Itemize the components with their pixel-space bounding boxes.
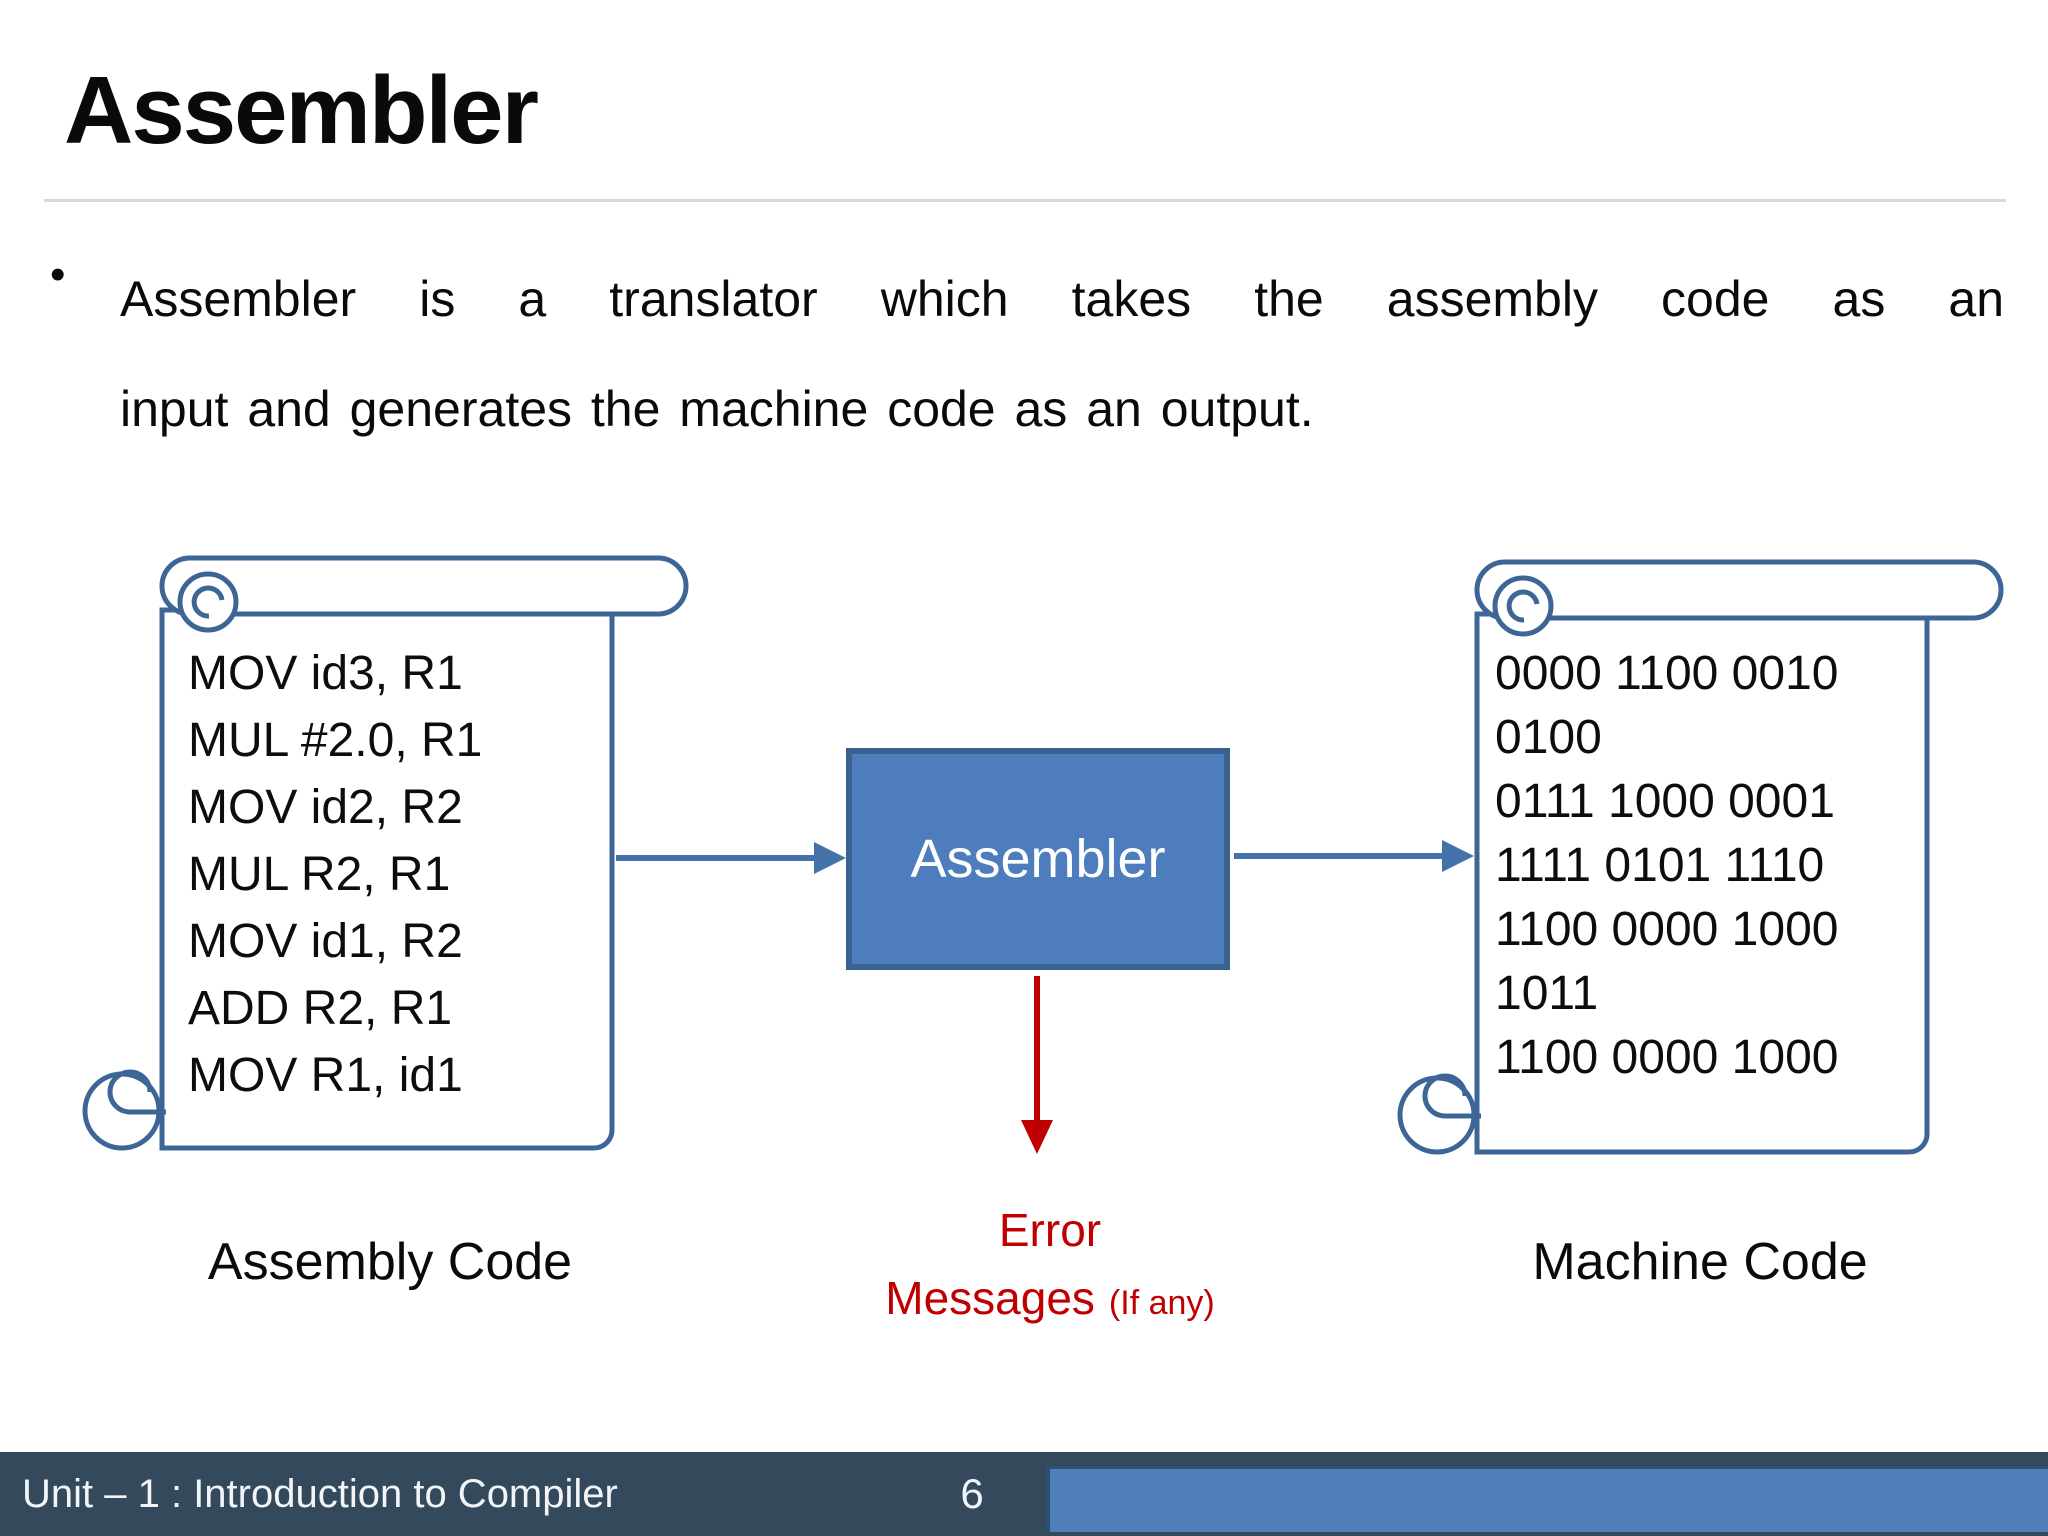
assembly-scroll-shape <box>82 555 689 1151</box>
footer-accent-box <box>1046 1466 2048 1532</box>
assembly-code-label: Assembly Code <box>207 1233 573 1291</box>
machine-code-line: 0100 <box>1495 711 1602 764</box>
machine-code-line: 1111 0101 1110 <box>1495 839 1825 892</box>
assembly-code-line: MOV R1, id1 <box>188 1049 463 1102</box>
machine-scroll-shape <box>1397 559 2004 1155</box>
error-arrow <box>1021 976 1053 1154</box>
page-title: Assembler <box>64 57 539 164</box>
output-arrow <box>1234 840 1474 872</box>
error-caption-qualifier: (If any) <box>1108 1284 1215 1322</box>
bullet-paragraph: Assembler is a translator which takes th… <box>120 244 2004 464</box>
bullet-marker: • <box>50 250 66 299</box>
assembly-code-line: ADD R2, R1 <box>188 982 453 1035</box>
assembly-code-lines: MOV id3, R1 MUL #2.0, R1 MOV id2, R2 MUL R2… <box>188 640 482 1109</box>
machine-code-line: 0000 1100 0010 <box>1495 647 1839 700</box>
assembly-code-line: MOV id1, R2 <box>188 915 463 968</box>
machine-code-line: 1011 <box>1495 967 1599 1020</box>
assembler-node: Assembler <box>846 748 1230 970</box>
error-caption-line-2: Messages (If any) <box>790 1262 1310 1339</box>
assembly-code-line: MUL #2.0, R1 <box>188 714 483 767</box>
assembly-code-line: MOV id2, R2 <box>188 781 463 834</box>
machine-code-line: 1100 0000 1000 <box>1495 903 1839 956</box>
title-divider <box>44 199 2006 202</box>
bullet-line-1: Assembler is a translator which takes th… <box>120 271 2004 327</box>
input-arrow <box>616 842 846 874</box>
machine-code-label: Machine Code <box>1532 1233 1868 1291</box>
assembly-code-line: MUL R2, R1 <box>188 848 451 901</box>
machine-code-line: 0111 1000 0001 <box>1495 775 1835 828</box>
error-caption-line-1: Error <box>998 1204 1102 1256</box>
bullet-line-2: input and generates the machine code as … <box>120 381 1314 437</box>
footer-course-title: Unit – 1 : Introduction to Compiler <box>22 1471 618 1516</box>
machine-code-line: 1100 0000 1000 <box>1495 1031 1839 1084</box>
footer-page-number: 6 <box>960 1470 984 1517</box>
error-messages-caption: Error Messages (If any) <box>790 1198 1310 1339</box>
assembly-code-line: MOV id3, R1 <box>188 647 463 700</box>
error-caption-messages: Messages <box>885 1272 1095 1324</box>
machine-code-lines: 0000 1100 0010 0100 0111 1000 0001 1111 010… <box>1495 642 1838 1090</box>
assembler-node-label: Assembler <box>910 829 1166 889</box>
